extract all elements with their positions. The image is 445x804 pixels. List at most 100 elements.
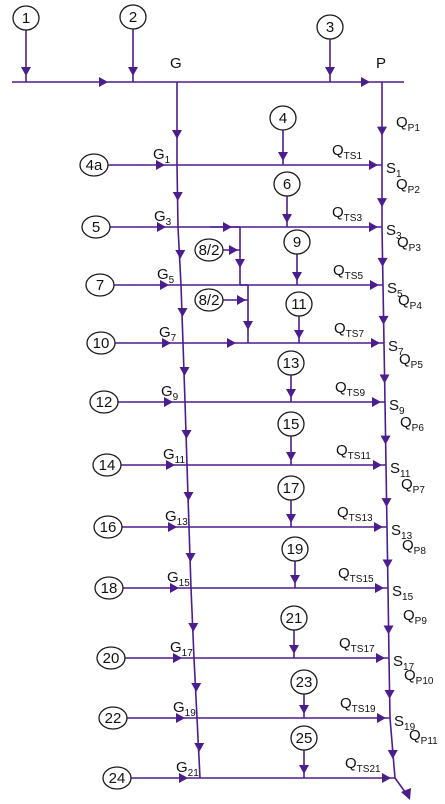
qp-label-P9-main: Q — [403, 607, 415, 624]
g-trunk-arrow-6 — [181, 430, 192, 439]
top-node-1 — [12, 5, 40, 31]
header-arrow-2 — [361, 77, 370, 87]
s-label-5-main: S — [387, 280, 397, 297]
qts-label-TS9: QTS9 — [335, 379, 365, 399]
qp-label-P5-sub: P5 — [411, 360, 424, 371]
p-trunk-arrow-11 — [387, 750, 398, 759]
g-label-9-sub: 9 — [173, 392, 179, 403]
qp-label-P5: QP5 — [399, 351, 423, 371]
mid-link-arrow-1 — [229, 245, 238, 255]
row-left-arrow-10 — [176, 713, 185, 723]
s-label-15-sub: 15 — [402, 592, 414, 603]
s-label-15: S15 — [392, 583, 414, 603]
g-label-5-sub: 5 — [169, 275, 175, 286]
left-node-5-label: 5 — [92, 219, 100, 236]
g-label-19-main: G — [173, 699, 185, 716]
s-label-7: S7 — [388, 338, 404, 358]
qts-label-TS17-sub: TS17 — [351, 644, 375, 655]
s-label-13-main: S — [391, 522, 401, 539]
s-label-3: S3 — [386, 222, 402, 242]
g-label-17: G17 — [170, 639, 193, 659]
g-label-5-main: G — [157, 266, 169, 283]
top-branch-arrow-10 — [299, 705, 309, 714]
row-right-arrow-8 — [375, 583, 384, 593]
g-trunk-arrow-4 — [177, 308, 188, 317]
s-label-3-sub: 3 — [396, 231, 402, 242]
g-trunk-arrow-9 — [188, 623, 199, 632]
branch-node-13-label: 13 — [283, 355, 300, 372]
qts-label-TS15-sub: TS15 — [350, 574, 374, 585]
qts-label-TS19-main: Q — [340, 695, 352, 712]
g-label-9: G9 — [161, 383, 179, 403]
g-trunk-arrow-5 — [179, 367, 190, 376]
p-trunk-arrow-4 — [378, 315, 389, 325]
left-node-10 — [86, 331, 116, 355]
g-trunk-arrow-3 — [175, 250, 186, 259]
branch-node-19 — [281, 536, 309, 562]
row-right-arrow-1 — [369, 160, 378, 170]
left-node-5 — [81, 215, 111, 239]
g-label-7-main: G — [159, 324, 171, 341]
top-branch-arrow-1 — [278, 152, 288, 161]
mid-vertical-arrow-1 — [235, 259, 245, 268]
left-node-14 — [92, 453, 122, 477]
branch-node-15 — [277, 411, 305, 437]
g-label-19-sub: 19 — [185, 708, 197, 719]
qp-label-P10-sub: P10 — [416, 676, 434, 687]
top-node-3-label: 3 — [326, 19, 334, 36]
header-arrow-1 — [99, 77, 108, 87]
row-right-arrow-7 — [374, 522, 383, 532]
g-label-3: G3 — [154, 208, 172, 228]
g-label-17-sub: 17 — [182, 648, 194, 659]
g-label-13-sub: 13 — [177, 517, 189, 528]
top-branch-arrow-11 — [299, 765, 309, 774]
branch-node-4 — [269, 105, 297, 131]
qts-label-TS17: QTS17 — [339, 635, 375, 655]
row-left-arrow-4 — [162, 338, 171, 348]
left-node-18 — [94, 576, 124, 600]
diagram-node-circles — [12, 4, 344, 790]
row-left-arrow-8 — [170, 583, 179, 593]
top-branch-arrow-8 — [290, 575, 300, 584]
s-label-17-sub: 17 — [403, 662, 415, 673]
g-trunk-arrow-11 — [194, 743, 205, 752]
branch-node-6 — [273, 171, 301, 197]
qp-label-P1-sub: P1 — [408, 123, 421, 134]
mid-node-8-2-a — [194, 238, 224, 262]
p-trunk-arrow-8 — [382, 559, 393, 569]
left-node-16-label: 16 — [100, 519, 117, 536]
s-label-7-sub: 7 — [398, 347, 404, 358]
branch-node-9-label: 9 — [293, 234, 301, 251]
mid-link-arrow-bottom — [227, 338, 236, 348]
qts-label-TS7-main: Q — [334, 320, 346, 337]
qp-label-P11: QP11 — [409, 727, 438, 747]
qts-label-TS3-main: Q — [332, 204, 344, 221]
p-trunk-seg-4 — [382, 284, 385, 344]
g-trunk-arrow-8 — [185, 553, 196, 562]
top-node-3 — [316, 14, 344, 40]
row-right-arrow-3 — [370, 280, 379, 290]
qp-label-P3-main: Q — [397, 234, 409, 251]
top-branch-arrow-7 — [286, 514, 296, 523]
mid-vertical-arrow-2 — [243, 321, 253, 330]
branch-node-11 — [285, 291, 313, 317]
left-node-20 — [96, 646, 126, 670]
p-trunk-arrow-1 — [377, 126, 387, 136]
s-label-19-main: S — [394, 713, 404, 730]
mid-node-8-2-b — [194, 288, 224, 312]
qp-label-P3: QP3 — [397, 234, 421, 254]
qts-label-TS7-sub: TS7 — [346, 329, 365, 340]
branch-node-21 — [280, 605, 308, 631]
qp-label-P5-main: Q — [399, 351, 411, 368]
left-node-24 — [102, 766, 132, 790]
left-node-12-label: 12 — [96, 394, 113, 411]
qts-label-TS15: QTS15 — [338, 565, 374, 585]
diagram-arrows — [21, 67, 411, 800]
qp-label-P11-sub: P11 — [421, 736, 438, 747]
row-right-arrow-9 — [376, 653, 385, 663]
mid-node-8-2-b-label: 8/2 — [199, 292, 220, 309]
branch-node-17 — [277, 475, 305, 501]
qp-label-P4-sub: P4 — [410, 301, 423, 312]
left-node-18-label: 18 — [101, 580, 118, 597]
